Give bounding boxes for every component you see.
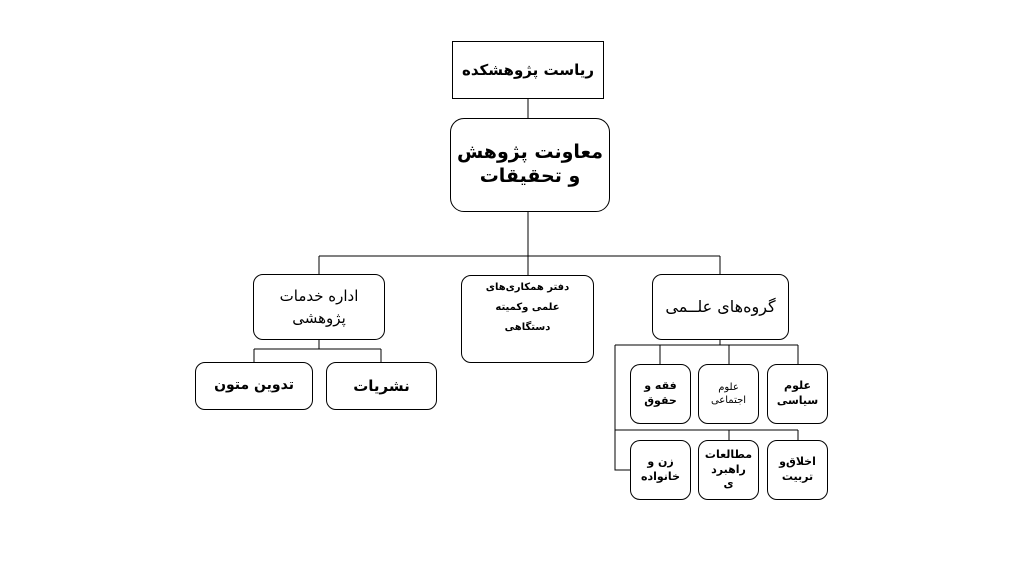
node-label: ریاست پژوهشکده: [462, 60, 594, 79]
node-label-line-2: تربیت: [781, 470, 814, 483]
node-label-line-1: مطالعات: [704, 447, 753, 461]
node-label-line-2: اجتماعی: [710, 395, 747, 406]
node-label-line-2: حقوق: [644, 394, 677, 407]
node-label-line-1: زن و: [647, 455, 674, 469]
node-group-strategic-studies: مطالعات راهبرد ی: [698, 440, 759, 500]
node-label-line-2: و تحقیقات: [479, 165, 581, 187]
node-label-line-2: خانواده: [641, 470, 680, 483]
node-label-line-2: علمی وکمیته: [495, 302, 560, 313]
node-label: تدوین متون: [214, 377, 294, 394]
node-label-line-3: دستگاهی: [504, 322, 551, 333]
node-label-line-1: علوم: [718, 381, 739, 393]
node-label-line-1: اداره خدمات: [279, 286, 359, 305]
node-label-line-1: دفتر همکاری‌های: [485, 282, 570, 293]
node-label-line-1: فقه و: [644, 379, 677, 393]
connector-groups-left-trunk: [614, 345, 630, 471]
node-label-line-1: اخلاق‌و: [779, 455, 816, 469]
node-label: گروه‌های علــمی: [665, 297, 776, 316]
node-text-compilation: تدوین متون: [195, 362, 313, 410]
node-research-institute-head: ریاست پژوهشکده: [452, 41, 604, 99]
node-research-services-admin: اداره خدمات پژوهشی: [253, 274, 385, 340]
node-scientific-groups: گروه‌های علــمی: [652, 274, 789, 340]
node-cooperation-office: دفتر همکاری‌های علمی وکمیته دستگاهی: [461, 275, 594, 363]
node-label-line-2: راهبرد: [711, 462, 746, 476]
node-group-fiqh-law: فقه و حقوق: [630, 364, 691, 424]
node-group-social-sciences: علوم اجتماعی: [698, 364, 759, 424]
node-label-line-2: سیاسی: [776, 394, 819, 407]
node-publications: نشریات: [326, 362, 437, 410]
node-label: نشریات: [353, 376, 410, 395]
node-label-line-3: ی: [723, 477, 734, 491]
node-group-women-family: زن و خانواده: [630, 440, 691, 500]
node-label-line-1: معاونت پژوهش: [456, 141, 604, 164]
node-group-ethics-education: اخلاق‌و تربیت: [767, 440, 828, 500]
node-group-political-sciences: علوم سیاسی: [767, 364, 828, 424]
node-label-line-2: پژوهشی: [292, 309, 346, 327]
node-label-line-1: علوم: [784, 379, 811, 393]
node-deputy-research: معاونت پژوهش و تحقیقات: [450, 118, 610, 212]
